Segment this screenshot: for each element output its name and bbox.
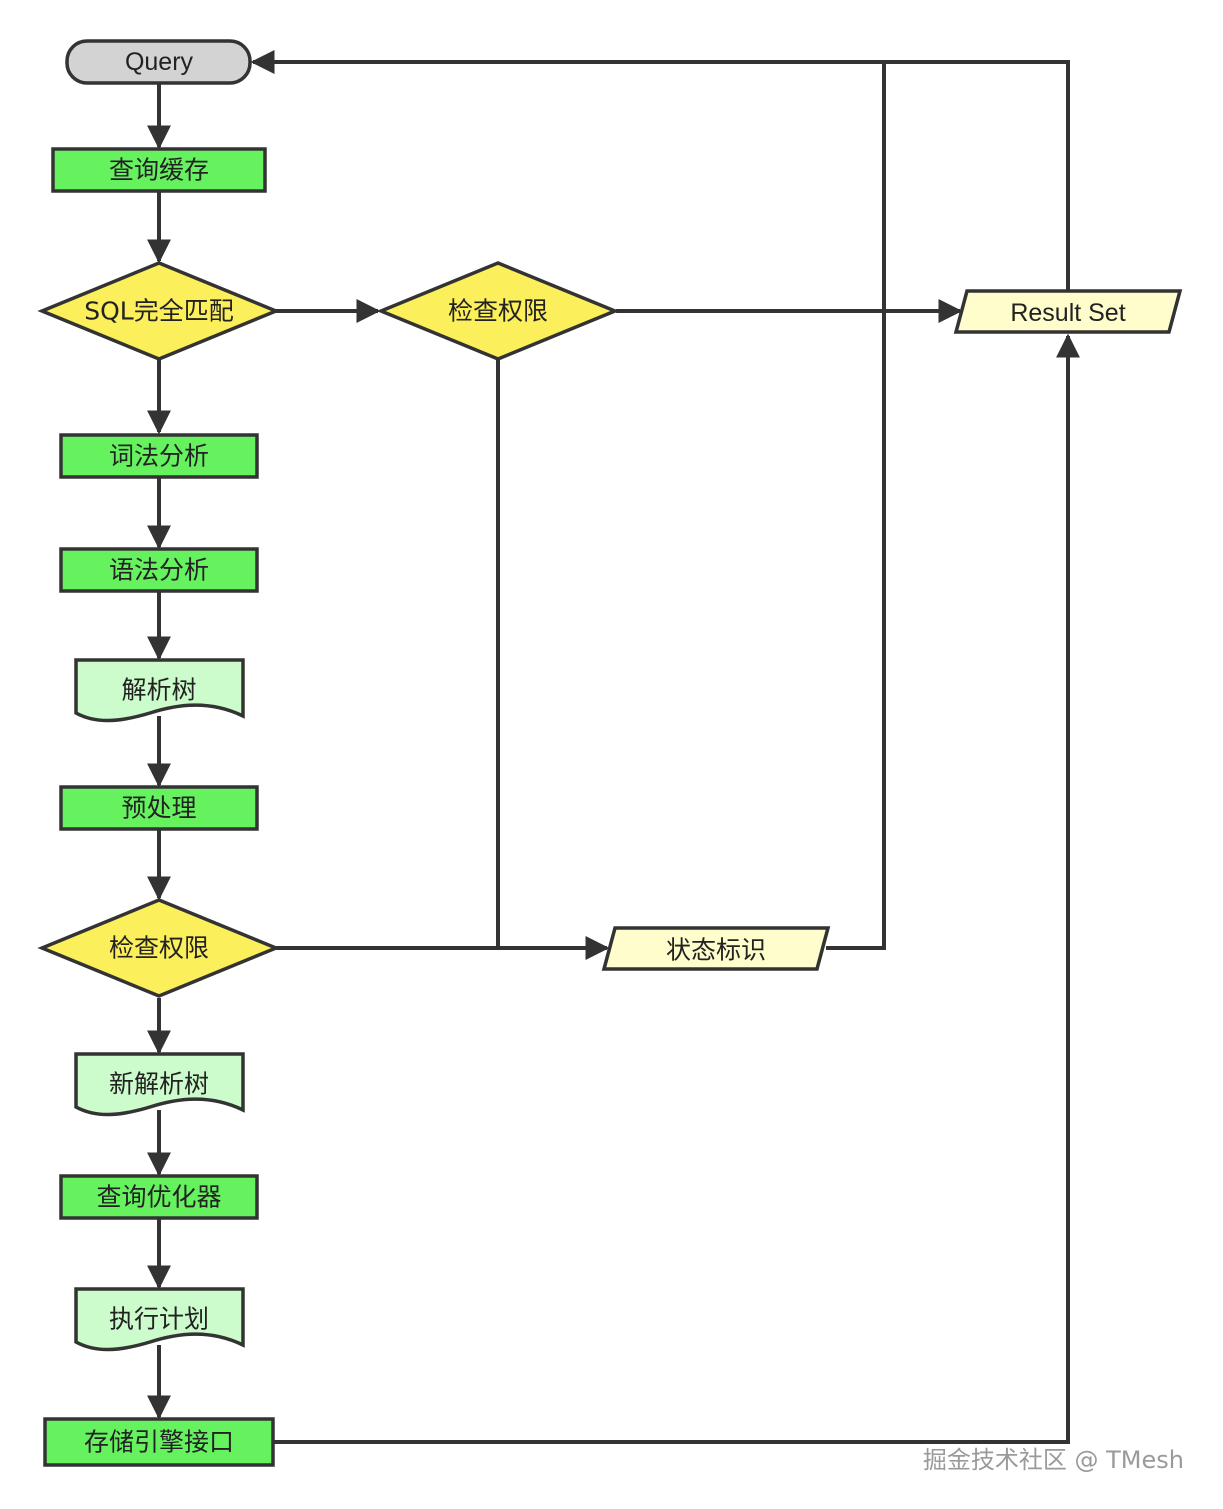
node-parse-tree-label: 解析树 xyxy=(121,676,196,705)
process-shape xyxy=(59,433,259,479)
edge-result-to-query xyxy=(884,60,1070,290)
terminal-shape xyxy=(65,39,252,85)
node-optimizer: 查询优化器 xyxy=(59,1174,259,1220)
edge-status-to-query xyxy=(250,50,886,950)
node-preprocess-label: 预处理 xyxy=(121,794,196,823)
node-result-set-label: Result Set xyxy=(1010,299,1125,327)
process-shape xyxy=(59,1174,259,1220)
node-query-label: Query xyxy=(125,48,194,76)
node-new-parse-tree: 新解析树 xyxy=(74,1052,245,1117)
node-check-perm-bottom: 检查权限 xyxy=(37,898,281,998)
decision-shape xyxy=(37,261,281,361)
decision-shape xyxy=(376,261,620,361)
node-lexical: 词法分析 xyxy=(59,433,259,479)
node-query: Query xyxy=(65,39,252,85)
node-query-cache-label: 查询缓存 xyxy=(109,156,209,185)
process-shape xyxy=(59,785,259,831)
node-exec-plan-label: 执行计划 xyxy=(109,1305,209,1334)
node-new-parse-tree-label: 新解析树 xyxy=(109,1070,209,1099)
edge-storage-to-result xyxy=(274,333,1080,1444)
io-shape xyxy=(601,926,831,971)
node-lexical-label: 词法分析 xyxy=(109,442,209,471)
node-exec-plan: 执行计划 xyxy=(74,1287,245,1352)
process-shape xyxy=(51,147,267,193)
document-shape xyxy=(74,1052,245,1117)
watermark: 掘金技术社区 @ TMesh xyxy=(923,1446,1184,1474)
process-shape xyxy=(59,547,259,593)
node-syntax: 语法分析 xyxy=(59,547,259,593)
document-shape xyxy=(74,658,245,723)
node-sql-match: SQL完全匹配 xyxy=(37,261,281,361)
node-check-perm-top: 检查权限 xyxy=(376,261,620,361)
process-shape xyxy=(43,1417,275,1467)
edges xyxy=(147,50,1080,1444)
decision-shape xyxy=(37,898,281,998)
node-check-perm-bottom-label: 检查权限 xyxy=(109,934,209,963)
node-status-flag-label: 状态标识 xyxy=(666,936,766,965)
io-shape xyxy=(953,289,1183,334)
node-query-cache: 查询缓存 xyxy=(51,147,267,193)
node-storage-api: 存储引擎接口 xyxy=(43,1417,275,1467)
node-check-perm-top-label: 检查权限 xyxy=(448,297,548,326)
node-preprocess: 预处理 xyxy=(59,785,259,831)
node-status-flag: 状态标识 xyxy=(601,926,831,971)
node-storage-api-label: 存储引擎接口 xyxy=(84,1428,234,1457)
node-result-set: Result Set xyxy=(953,289,1183,334)
node-syntax-label: 语法分析 xyxy=(109,556,209,585)
node-optimizer-label: 查询优化器 xyxy=(96,1183,221,1212)
node-sql-match-label: SQL完全匹配 xyxy=(84,297,233,326)
node-parse-tree: 解析树 xyxy=(74,658,245,723)
document-shape xyxy=(74,1287,245,1352)
